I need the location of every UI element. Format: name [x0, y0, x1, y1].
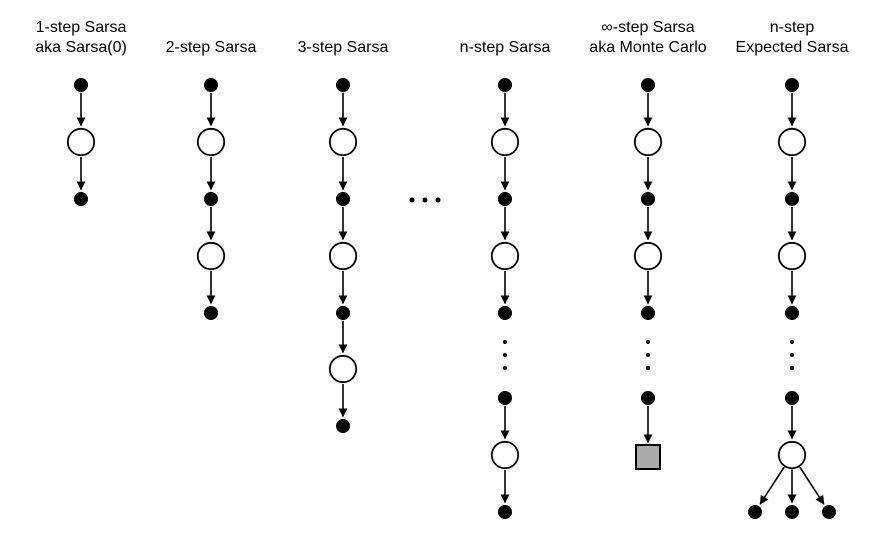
action-node — [641, 192, 655, 206]
terminal-state-node — [635, 444, 661, 470]
vertical-ellipsis-dot — [790, 353, 794, 357]
state-node — [66, 127, 96, 157]
state-node — [328, 354, 358, 384]
action-node — [748, 505, 762, 519]
state-node — [490, 440, 520, 470]
action-node — [204, 78, 218, 92]
horizontal-ellipsis-dot — [422, 197, 428, 203]
action-node — [498, 391, 512, 405]
action-node — [74, 78, 88, 92]
state-node — [777, 440, 807, 470]
state-node — [490, 127, 520, 157]
action-node — [785, 78, 799, 92]
horizontal-ellipsis-dot — [435, 197, 441, 203]
state-node — [328, 241, 358, 271]
action-node — [822, 505, 836, 519]
action-node — [336, 192, 350, 206]
action-node — [641, 391, 655, 405]
action-node — [336, 306, 350, 320]
state-node — [777, 241, 807, 271]
vertical-ellipsis-dot — [790, 340, 794, 344]
state-node — [633, 241, 663, 271]
action-node — [498, 78, 512, 92]
transition-arrow — [759, 466, 785, 505]
state-node — [196, 241, 226, 271]
action-node — [785, 306, 799, 320]
action-node — [498, 306, 512, 320]
action-node — [336, 78, 350, 92]
diagram-layer — [66, 78, 836, 519]
vertical-ellipsis-dot — [646, 340, 650, 344]
vertical-ellipsis-dot — [646, 366, 650, 370]
action-node — [641, 306, 655, 320]
action-node — [498, 192, 512, 206]
action-node — [204, 306, 218, 320]
action-node — [336, 419, 350, 433]
state-node — [196, 127, 226, 157]
state-node — [490, 241, 520, 271]
transition-arrow — [799, 466, 825, 505]
state-node — [777, 127, 807, 157]
action-node — [498, 505, 512, 519]
action-node — [204, 192, 218, 206]
state-node — [328, 127, 358, 157]
action-node — [785, 391, 799, 405]
horizontal-ellipsis-dot — [409, 197, 415, 203]
action-node — [74, 192, 88, 206]
action-node — [641, 78, 655, 92]
vertical-ellipsis-dot — [646, 353, 650, 357]
vertical-ellipsis-dot — [790, 366, 794, 370]
vertical-ellipsis-dot — [503, 340, 507, 344]
vertical-ellipsis-dot — [503, 366, 507, 370]
action-node — [785, 192, 799, 206]
action-node — [785, 505, 799, 519]
state-node — [633, 127, 663, 157]
vertical-ellipsis-dot — [503, 353, 507, 357]
